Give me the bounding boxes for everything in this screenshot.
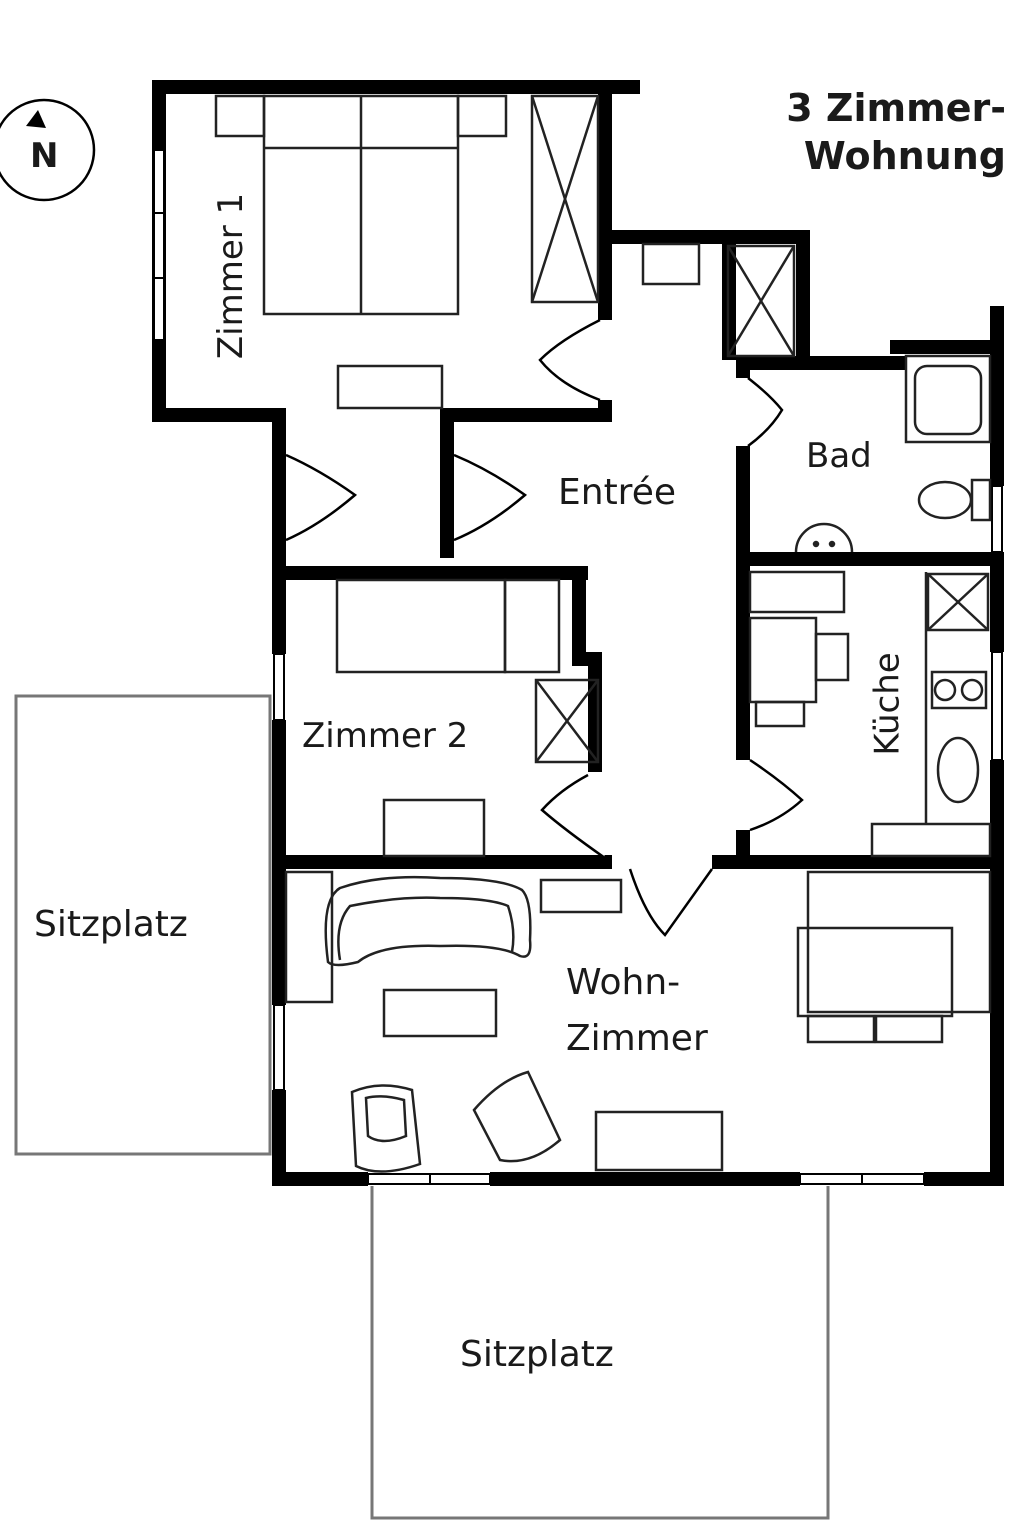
terrace-outlines <box>14 694 830 1520</box>
sitzplatz-west-area <box>14 694 272 1156</box>
terrace-label-south: Sitzplatz <box>460 1334 614 1375</box>
furniture <box>214 94 992 1173</box>
doors <box>285 318 804 937</box>
room-label-zimmer2: Zimmer 2 <box>302 716 469 756</box>
room-label-kueche: Küche <box>867 652 908 756</box>
sitzplatz-south-area <box>370 1186 830 1520</box>
compass-letter: N <box>30 136 59 176</box>
room-label-entree: Entrée <box>558 472 676 513</box>
room-label-zimmer1: Zimmer 1 <box>211 192 252 360</box>
title-line-1: 3 Zimmer- <box>786 86 1006 130</box>
compass-icon <box>0 98 96 202</box>
title-line-2: Wohnung <box>803 134 1006 178</box>
terrace-label-west: Sitzplatz <box>34 904 188 945</box>
page-title: 3 Zimmer- Wohnung <box>786 84 1006 180</box>
windows <box>153 149 1003 1185</box>
room-label-wohnzimmer-1: Wohn- <box>566 962 681 1003</box>
room-label-bad: Bad <box>806 436 872 476</box>
room-label-wohnzimmer-2: Zimmer <box>566 1018 708 1059</box>
